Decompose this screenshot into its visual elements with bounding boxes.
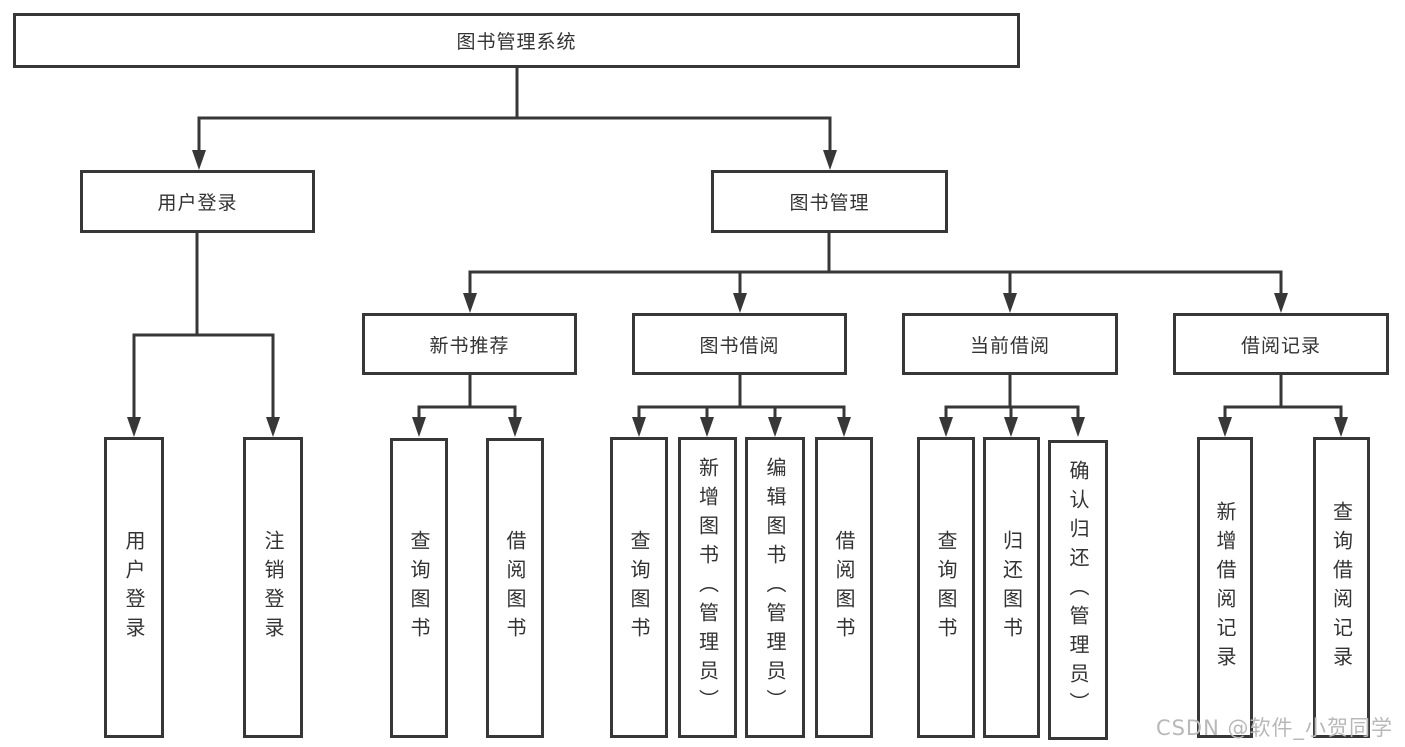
node-library-system: 图书管理系统 — [13, 13, 1020, 68]
leaf-add-books-admin: 新增图书（管理员） — [678, 437, 737, 738]
leaf-query-books-recommend-label: 查询图书 — [407, 530, 431, 646]
leaf-add-borrow-record: 新增借阅记录 — [1197, 437, 1253, 738]
leaf-borrow-books-recommend-label: 借阅图书 — [503, 530, 527, 646]
leaf-edit-books-admin-label: 编辑图书（管理员） — [763, 457, 787, 718]
node-new-book-recommend: 新书推荐 — [362, 313, 577, 375]
node-borrow-records: 借阅记录 — [1173, 313, 1389, 375]
leaf-add-borrow-record-label: 新增借阅记录 — [1213, 500, 1237, 675]
node-book-management: 图书管理 — [711, 170, 948, 233]
node-current-borrow: 当前借阅 — [902, 313, 1118, 375]
leaf-query-books-current: 查询图书 — [917, 437, 975, 738]
wire-currentborrow-to-leaves — [944, 375, 1080, 409]
wire-records-to-leaves — [1223, 375, 1343, 409]
node-user-login: 用户登录 — [80, 170, 315, 233]
wire-newbook-to-leaves — [417, 375, 517, 409]
leaf-query-books-recommend: 查询图书 — [390, 438, 448, 738]
node-book-borrow: 图书借阅 — [632, 313, 847, 375]
watermark: CSDN @软件_小贺同学 — [1155, 716, 1393, 740]
arrow-stems — [132, 118, 1343, 423]
wire-bookborrow-to-leaves — [637, 375, 846, 409]
leaf-query-books-borrow-label: 查询图书 — [627, 529, 651, 646]
wire-root-to-level2 — [197, 68, 832, 120]
leaf-add-books-admin-label: 新增图书（管理员） — [695, 457, 720, 718]
leaf-user-login: 用户登录 — [104, 437, 164, 738]
leaf-logout-label: 注销登录 — [261, 529, 285, 646]
leaf-query-books-borrow: 查询图书 — [610, 437, 668, 738]
leaf-borrow-books: 借阅图书 — [815, 437, 873, 738]
leaf-edit-books-admin: 编辑图书（管理员） — [745, 437, 805, 738]
leaf-user-login-label: 用户登录 — [122, 529, 146, 646]
leaf-borrow-books-label: 借阅图书 — [832, 529, 856, 646]
leaf-borrow-books-recommend: 借阅图书 — [486, 438, 544, 738]
wire-userlogin-to-leaves — [132, 233, 275, 337]
leaf-return-books: 归还图书 — [983, 437, 1040, 738]
wire-bookmgmt-to-level3 — [468, 233, 1283, 274]
leaf-logout: 注销登录 — [243, 437, 303, 738]
leaf-confirm-return-admin: 确认归还（管理员） — [1048, 440, 1108, 740]
leaf-query-borrow-record-label: 查询借阅记录 — [1329, 500, 1354, 675]
leaf-query-borrow-record: 查询借阅记录 — [1313, 437, 1370, 738]
leaf-return-books-label: 归还图书 — [999, 529, 1024, 646]
leaf-query-books-current-label: 查询图书 — [934, 529, 958, 646]
leaf-confirm-return-admin-label: 确认归还（管理员） — [1066, 459, 1090, 721]
arrowheads — [127, 150, 1348, 437]
